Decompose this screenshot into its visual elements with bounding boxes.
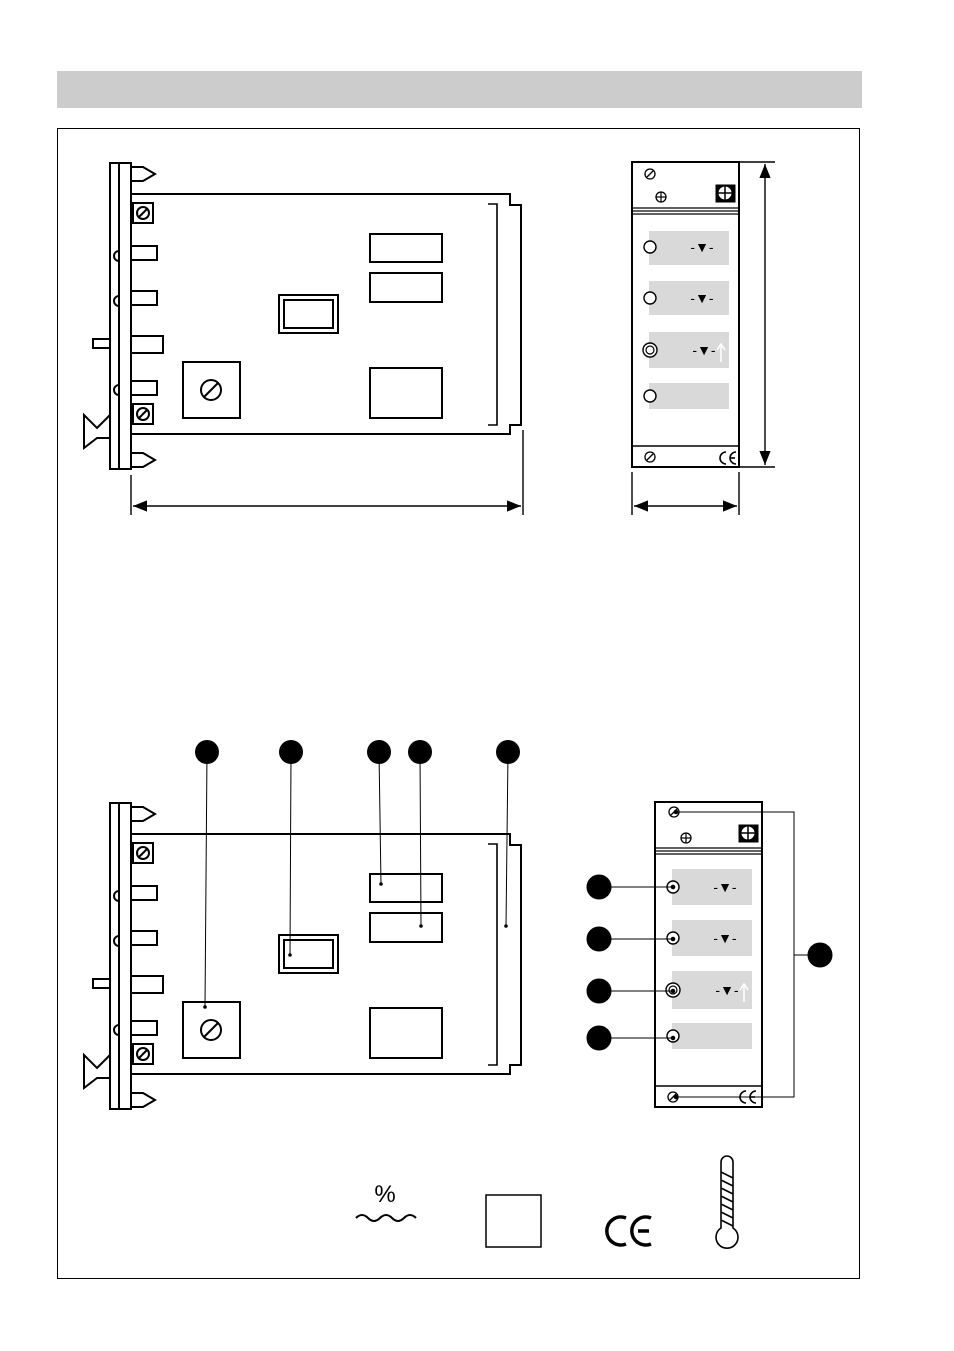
up-arrow-icon <box>739 982 749 1002</box>
callout-3 <box>367 740 391 764</box>
callout-right <box>673 809 833 1100</box>
callout-8 <box>586 978 612 1004</box>
front-panel-bottom <box>654 801 763 1108</box>
ce-mark-icon <box>605 1215 652 1247</box>
ce-mark-small-top <box>719 451 737 465</box>
front-panel-top-fields: -▼- -▼- -▼- <box>642 231 729 409</box>
callouts-side <box>586 874 676 1051</box>
thermometer-icon <box>715 1155 739 1249</box>
callout-10 <box>807 942 833 968</box>
pcb-side-view-bottom <box>83 802 522 1110</box>
callout-4 <box>408 740 432 764</box>
header-bar <box>57 71 862 108</box>
height-dimension <box>631 161 775 515</box>
front-panel-bottom-fields: -▼- -▼- -▼- <box>665 869 752 1049</box>
width-dimension <box>130 430 524 515</box>
callout-7 <box>586 926 612 952</box>
callouts-top <box>195 740 520 1009</box>
up-arrow-icon <box>716 342 726 362</box>
humidity-icon: % <box>355 1181 417 1222</box>
drawing-frame <box>57 128 860 1279</box>
panel-mark-b3: -▼- <box>715 982 739 998</box>
panel-mark-2: -▼- <box>690 290 714 306</box>
pcb-side-view-top <box>83 162 522 470</box>
callout-1 <box>195 740 219 764</box>
callout-2 <box>279 740 303 764</box>
humidity-label: % <box>374 1181 395 1208</box>
front-panel-top <box>631 161 740 468</box>
panel-mark-3: -▼- <box>692 342 716 358</box>
panel-mark-b1: -▼- <box>713 879 737 895</box>
panel-mark-1: -▼- <box>690 239 714 255</box>
callout-5 <box>496 740 520 764</box>
callout-9 <box>586 1025 612 1051</box>
callout-6 <box>586 874 612 900</box>
blank-box-symbol <box>485 1194 542 1248</box>
panel-mark-b2: -▼- <box>713 930 737 946</box>
